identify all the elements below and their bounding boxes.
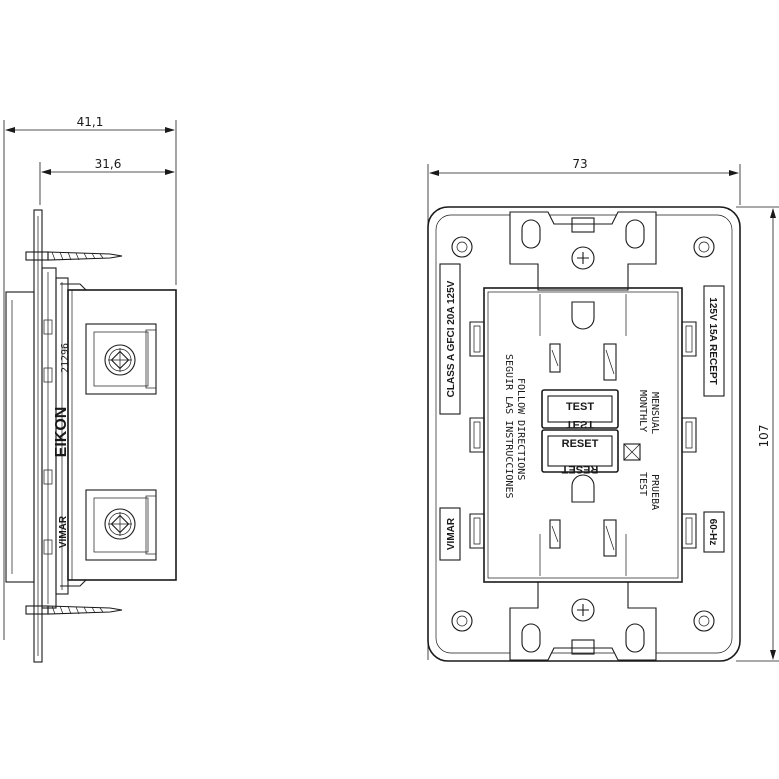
rating-label-right: 125V 15A RECEPT bbox=[703, 285, 725, 397]
follow-directions-text: FOLLOW DIRECTIONS bbox=[515, 378, 526, 480]
dimension-label-overall-depth: 41,1 bbox=[77, 115, 104, 129]
rating-label-left: CLASS A GFCI 20A 125V bbox=[439, 263, 461, 415]
test-text: TEST bbox=[637, 472, 648, 496]
monthly-text: MONTHLY bbox=[637, 390, 648, 432]
terminal-lower bbox=[85, 489, 157, 561]
mounting-screw-top bbox=[25, 251, 123, 261]
side-view: 41,1 31,6 bbox=[3, 115, 177, 663]
reset-button[interactable]: RESET RESET bbox=[541, 429, 619, 475]
dimension-overall-depth: 41,1 bbox=[3, 115, 177, 640]
prueba-text: PRUEBA bbox=[649, 474, 660, 510]
outlet-upper bbox=[549, 301, 617, 381]
dimension-label-body-depth: 31,6 bbox=[95, 157, 122, 171]
strap-slots bbox=[521, 219, 645, 653]
dimension-label-plate-width: 73 bbox=[572, 157, 587, 171]
eikon-logo-text: EIKON bbox=[53, 407, 70, 458]
rating-right-text: 125V 15A RECEPT bbox=[707, 297, 718, 384]
test-button-label: TEST bbox=[566, 401, 594, 413]
dimension-body-depth: 31,6 bbox=[39, 157, 175, 205]
reset-button-label-inverted: RESET bbox=[561, 463, 598, 475]
strap-screw-top bbox=[571, 246, 595, 270]
front-vimar-text: VIMAR bbox=[446, 517, 457, 550]
reset-button-label: RESET bbox=[562, 438, 599, 450]
dimension-label-plate-height: 107 bbox=[757, 425, 771, 448]
side-clips bbox=[469, 321, 697, 549]
side-device-body bbox=[60, 283, 177, 587]
front-view: 73 107 bbox=[427, 157, 779, 662]
front-plate bbox=[427, 206, 741, 662]
rating-left-text: CLASS A GFCI 20A 125V bbox=[446, 280, 457, 397]
mounting-screw-bottom bbox=[25, 605, 123, 615]
outlet-lower bbox=[549, 474, 617, 557]
mensual-text: MENSUAL bbox=[649, 392, 660, 434]
side-vimar-logo: VIMAR bbox=[58, 515, 69, 548]
frequency-text: 60-Hz bbox=[707, 519, 718, 546]
part-number-label: 21296 bbox=[60, 343, 71, 373]
dimension-plate-height: 107 bbox=[736, 206, 779, 662]
frequency-label: 60-Hz bbox=[703, 511, 725, 553]
front-vimar-label: VIMAR bbox=[439, 507, 461, 561]
seguir-instrucciones-text: SEGUIR LAS INSTRUCCIONES bbox=[503, 354, 514, 499]
terminal-upper bbox=[85, 323, 157, 395]
test-button[interactable]: TEST TEST bbox=[541, 389, 619, 430]
corner-holes bbox=[451, 236, 715, 632]
status-indicator bbox=[623, 443, 641, 461]
strap-screw-bottom bbox=[571, 598, 595, 622]
test-button-label-mirrored: TEST bbox=[566, 418, 594, 430]
